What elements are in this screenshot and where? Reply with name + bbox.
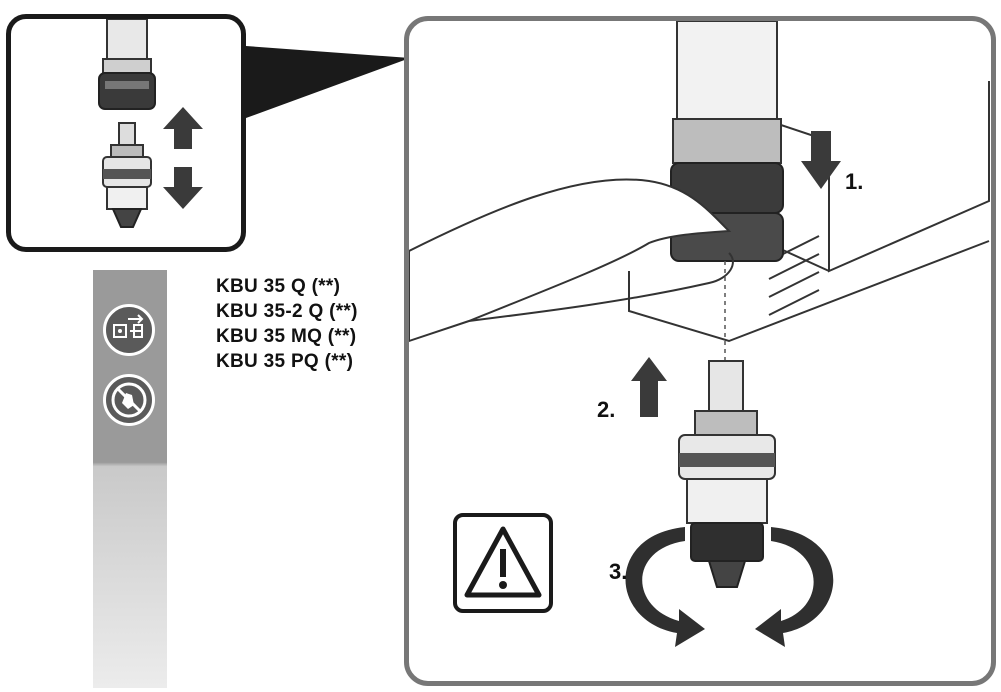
drill-chuck-mounting-illustration <box>409 21 990 647</box>
step-2-label: 2. <box>597 397 616 422</box>
model-item: KBU 35 MQ (**) <box>216 326 357 347</box>
arrow-up-icon <box>163 107 203 149</box>
model-item: KBU 35 PQ (**) <box>216 351 354 372</box>
warning-triangle-icon <box>464 526 542 598</box>
step3-rotate-right-icon <box>755 527 834 647</box>
step3-rotate-left-icon <box>625 527 705 647</box>
step1-arrow-down-icon <box>801 131 841 189</box>
model-item: KBU 35 Q (**) <box>216 276 341 297</box>
chuck-detail-illustration <box>98 19 203 228</box>
step-1-label: 1. <box>845 169 864 194</box>
warning-box <box>453 513 553 613</box>
step2-arrow-up-icon <box>631 357 667 417</box>
unplug-before-work-icon <box>103 304 155 356</box>
arrow-down-icon <box>163 167 203 209</box>
no-gloves-icon <box>103 374 155 426</box>
model-item: KBU 35-2 Q (**) <box>216 301 358 322</box>
step-3-label: 3. <box>609 559 628 584</box>
sidebar-strip <box>93 270 167 688</box>
detail-inset <box>6 14 246 252</box>
model-list: KBU 35 Q (**) KBU 35-2 Q (**) KBU 35 MQ … <box>216 274 358 374</box>
